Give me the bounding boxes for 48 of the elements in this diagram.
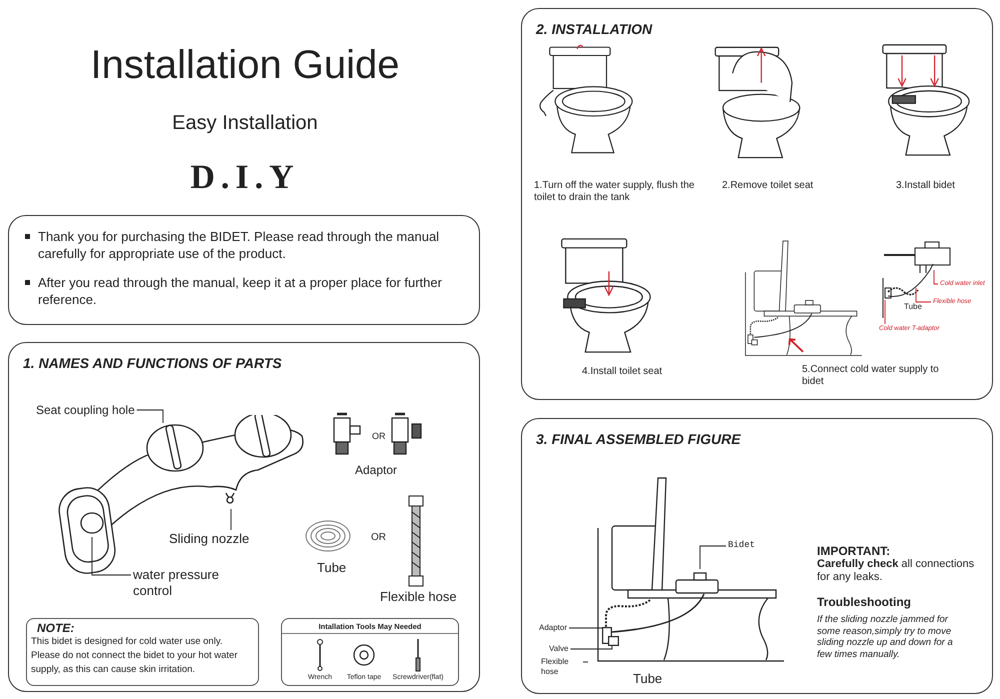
intro-paragraph: Thank you for purchasing the BIDET. Please read through the manual carefully for appropriate use of the product. [38,228,440,262]
leader-line [92,536,132,576]
valve-drawing [608,636,619,646]
step-caption: 1.Turn off the water supply, flush the toilet to drain the tank [534,180,696,204]
leader-line [136,410,164,424]
step-caption: 4.Install toilet seat [582,366,662,378]
subtitle: Easy Installation [171,111,319,136]
section-panel [8,342,480,692]
step-caption: 2.Remove toilet seat [722,180,814,192]
part-label: Adaptor [355,462,398,479]
part-label: Adaptor [539,623,568,633]
section-heading: 3. FINAL ASSEMBLED FIGURE [536,430,741,449]
note-heading: NOTE: [37,621,76,635]
part-label: Tube [633,671,662,686]
step-caption: 5.Connect cold water supply to bidet [802,364,940,388]
intro-paragraph: After you read through the manual, keep it at a proper place for further reference. [38,274,443,308]
tools-box [281,618,459,686]
part-label: Sliding nozzle [169,531,250,547]
part-label: Tube [317,559,346,577]
step-caption: 3.Install bidet [896,180,955,192]
leader-line [884,300,886,324]
section-heading: 1. NAMES AND FUNCTIONS OF PARTS [23,354,282,373]
subtitle: D.I.Y [189,158,301,198]
leader-line [700,546,726,570]
note-text: This bidet is designed for cold water use only. Please do not connect the bidet to your hot water supply, as this can cause skin irritation. [31,635,238,677]
leader-line [916,288,932,302]
intro-box [8,215,480,325]
section-panel [521,418,993,694]
heading: IMPORTANT: [817,543,890,559]
part-label: Bidet [728,540,756,551]
note-text: If the sliding nozzle jammed for some reason,simply try to move sliding nozzle up and down for a few times manually. [817,614,954,660]
note-text: Carefully check all connections for any leaks. [817,558,976,584]
note-box [26,618,259,686]
part-label: Valve [549,644,568,654]
part-label: Flexible hose [380,588,457,606]
title: Installation Guide [89,42,401,89]
part-label: Tube [904,302,922,311]
part-label: Flexible hose [541,657,581,677]
heading: Troubleshooting [817,594,911,611]
leader-line [230,508,232,530]
part-label: water pressure control [133,567,233,599]
leader-line [570,646,612,650]
or-text: OR [372,430,386,443]
part-label: Seat coupling hole [36,403,135,418]
leader-line [934,270,938,284]
section-panel [521,8,993,400]
section-heading: 2. INSTALLATION [536,20,652,39]
or-text: OR [371,531,386,545]
